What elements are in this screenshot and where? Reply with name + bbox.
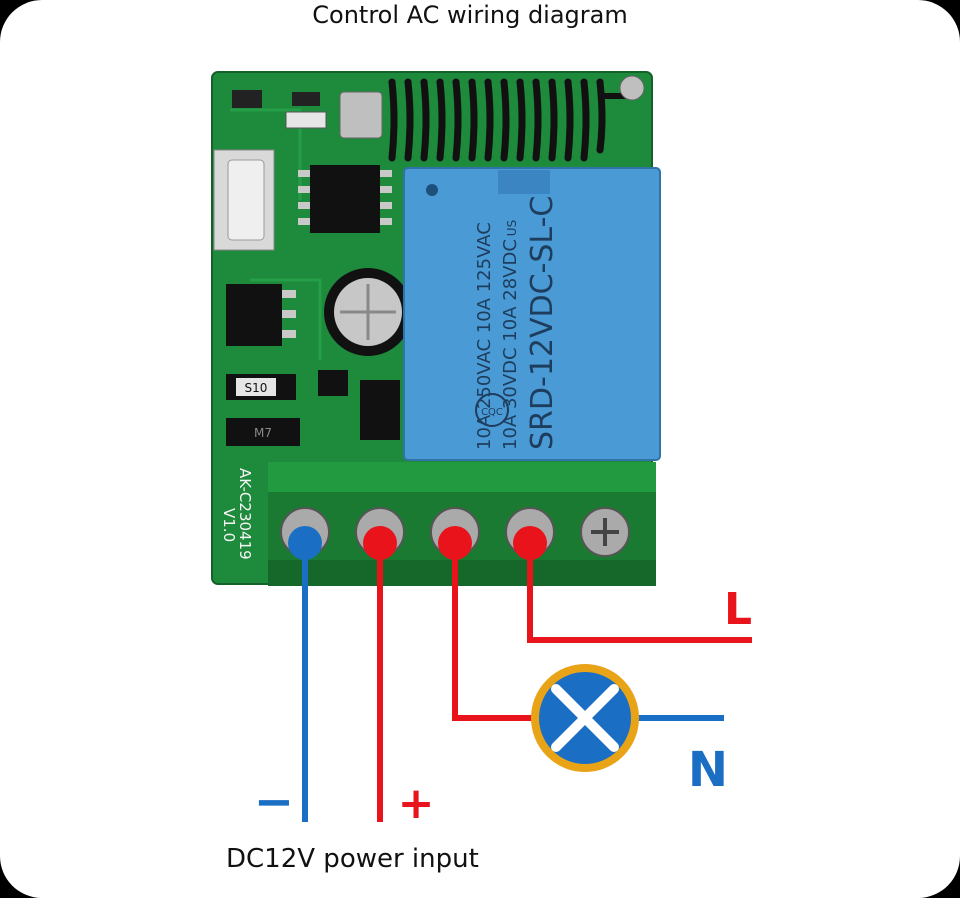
push-button-component [213, 149, 275, 251]
component-code-label: S10 [245, 381, 268, 395]
diagram-title: Control AC wiring diagram [312, 1, 628, 29]
relay-component: 10A 250VAC 10A 125VAC 10A 30VDC 10A 28VD… [403, 167, 661, 461]
terminal-block [268, 462, 656, 586]
terminal-dot-negative [288, 526, 322, 560]
terminal-dot-positive [363, 526, 397, 560]
wire-line [527, 545, 752, 643]
wire-load [452, 545, 532, 721]
antenna-coil-icon [388, 75, 645, 162]
cqc-mark-icon [475, 393, 509, 427]
label-minus: − [254, 774, 294, 830]
lamp-icon [531, 664, 639, 772]
relay-ul-mark: US [505, 220, 519, 236]
electrolytic-capacitor [324, 268, 412, 356]
power-input-label: DC12V power input [226, 844, 479, 874]
relay-rating-2: 10A 30VDC 10A 28VDC [500, 239, 521, 450]
board-model: AK-C230419 [236, 468, 254, 560]
component-code-label-2: M7 [254, 426, 272, 440]
terminal-dot-load [438, 526, 472, 560]
terminal-dot-line [513, 526, 547, 560]
label-line: L [724, 584, 752, 635]
relay-rating-1: 10A 250VAC 10A 125VAC [474, 222, 495, 450]
label-neutral: N [688, 742, 728, 798]
ic-chip [298, 165, 392, 233]
label-plus: + [398, 778, 435, 829]
relay-certification: CQC [481, 407, 503, 418]
relay-model: SRD-12VDC-SL-C [525, 196, 560, 450]
board-version: V1.0 [220, 508, 238, 542]
wires [302, 545, 752, 822]
